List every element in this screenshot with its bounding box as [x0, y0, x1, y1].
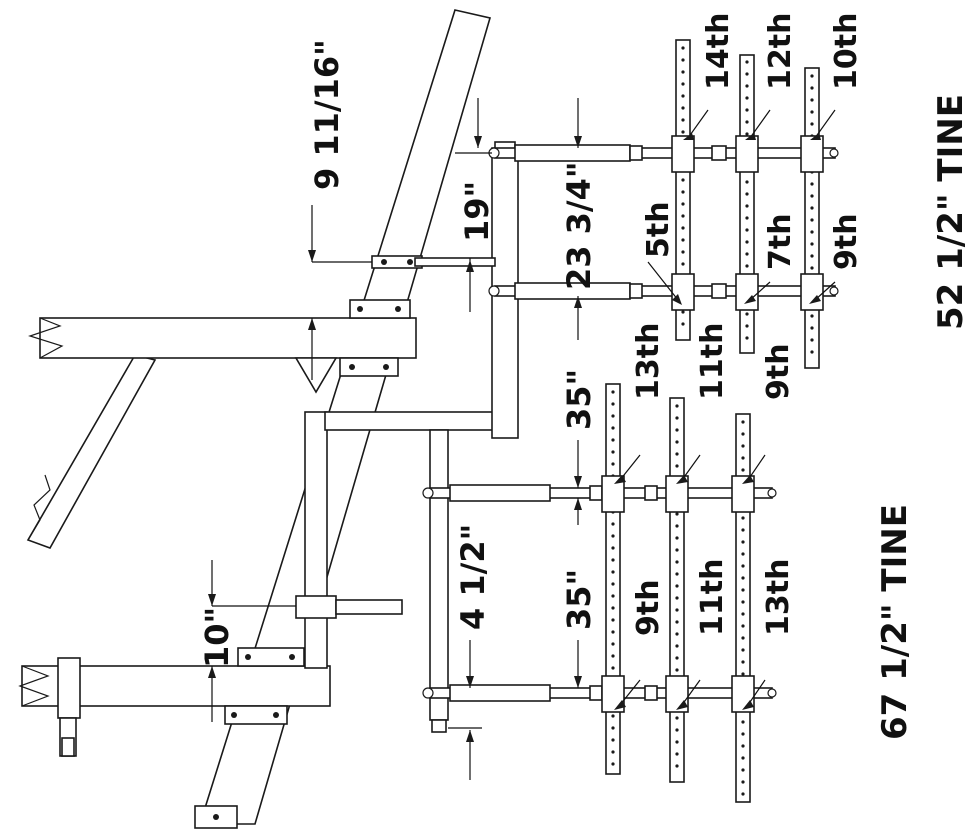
lower-tine-bar-3 — [735, 413, 751, 803]
dim-19: 19" — [458, 181, 496, 242]
dim-10: 10" — [198, 607, 236, 668]
hitch-plate — [57, 657, 81, 719]
frame-clamp — [295, 595, 337, 619]
clamp-lower-2 — [224, 705, 288, 725]
pos-9th-lower-bottom: 9th — [631, 579, 666, 636]
clamp-upper-1 — [349, 299, 411, 319]
dim-9-11-16: 9 11/16" — [308, 39, 346, 190]
lower-toolbar-break — [18, 665, 50, 707]
upper-break-zigzag — [27, 474, 51, 541]
pos-13th-lower-top: 13th — [631, 323, 666, 400]
lower-tine-bar-2 — [669, 397, 685, 783]
upper-arm — [324, 411, 511, 431]
upper-toolbar-break — [28, 317, 64, 359]
frame-link — [335, 599, 403, 615]
pos-14th: 14th — [701, 13, 736, 90]
tine-52-label: 52 1/2" TINE — [931, 94, 967, 330]
pos-13th-lower-bottom: 13th — [761, 559, 796, 636]
dim-35-lower: 35" — [560, 569, 598, 630]
pos-9th-lower-top: 9th — [761, 343, 796, 400]
upper-broken-tube — [26, 354, 157, 549]
pos-10th: 10th — [829, 13, 864, 90]
pos-11th-lower-top: 11th — [695, 323, 730, 400]
hitch-pin-tip — [61, 737, 75, 757]
clamp-lower-1 — [237, 647, 305, 667]
lower-cross — [429, 429, 449, 721]
tine-67-label: 67 1/2" TINE — [875, 504, 915, 740]
dim-4-1-2: 4 1/2" — [454, 524, 492, 630]
pos-12th: 12th — [763, 13, 798, 90]
short-link — [414, 257, 496, 267]
lower-post-base — [431, 719, 447, 733]
gusset — [294, 357, 338, 394]
dim-23-3-4: 23 3/4" — [560, 161, 598, 290]
pos-5th: 5th — [641, 201, 676, 258]
upper-toolbar — [39, 317, 417, 359]
upper-tine-bar-1 — [675, 39, 691, 341]
dim-35-upper: 35" — [560, 369, 598, 430]
pos-11th-lower-bottom: 11th — [695, 559, 730, 636]
pos-9th-upper: 9th — [829, 213, 864, 270]
clamp-upper-2 — [339, 357, 399, 377]
vertical-frame — [304, 411, 328, 669]
pos-7th: 7th — [763, 213, 798, 270]
